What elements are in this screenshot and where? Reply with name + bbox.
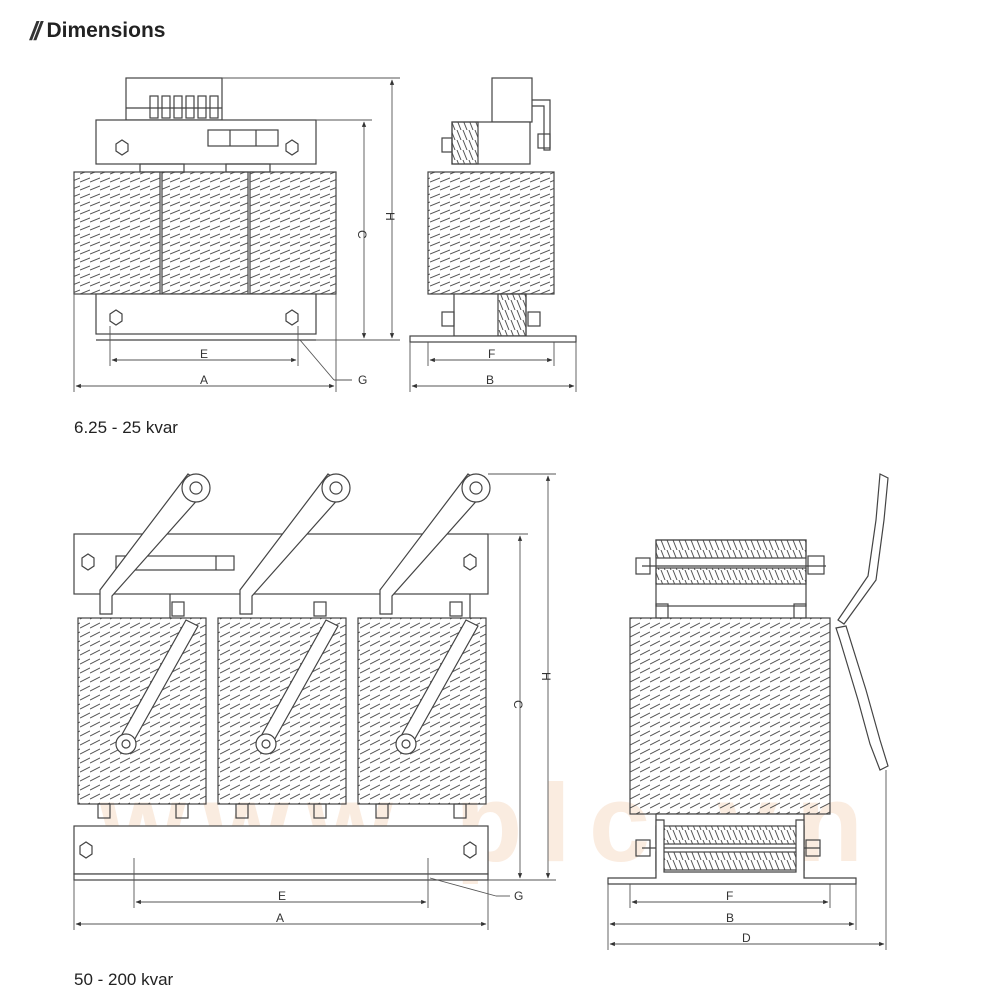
caption-small-range: 6.25 - 25 kvar bbox=[74, 418, 178, 437]
fig1-label-c: C bbox=[355, 230, 369, 239]
double-slash-icon: // bbox=[30, 15, 42, 46]
fig2-label-f: F bbox=[726, 889, 733, 903]
fig1-label-b: B bbox=[486, 373, 494, 387]
fig1-side-view bbox=[409, 77, 577, 343]
fig2-label-e: E bbox=[278, 889, 286, 903]
fig1-label-a: A bbox=[200, 373, 208, 387]
fig1-label-g: G bbox=[358, 373, 367, 387]
fig1-side-dimensions bbox=[409, 342, 577, 392]
fig1-label-e: E bbox=[200, 347, 208, 361]
fig2-label-h: H bbox=[539, 672, 553, 681]
fig1-label-h: H bbox=[383, 212, 397, 221]
fig1-label-f: F bbox=[488, 347, 495, 361]
fig1-dimension-labels: E A G H C F B bbox=[200, 212, 495, 387]
fig2-front-view bbox=[73, 473, 491, 881]
fig2-side-view bbox=[607, 473, 889, 885]
fig1-terminals bbox=[126, 95, 222, 119]
fig2-busbars bbox=[99, 473, 491, 755]
fig1-front-view bbox=[73, 77, 337, 341]
fig2-label-b: B bbox=[726, 911, 734, 925]
fig2-label-g: G bbox=[514, 889, 523, 903]
fig2-dimension-labels: E A G H C F B D bbox=[276, 672, 751, 945]
fig1-dimensions bbox=[73, 77, 400, 392]
fig2-label-a: A bbox=[276, 911, 284, 925]
fig2-label-c: C bbox=[511, 700, 525, 709]
fig2-label-d: D bbox=[742, 931, 751, 945]
page-title: Dimensions bbox=[46, 19, 166, 42]
fig2-side-dimensions bbox=[607, 770, 887, 950]
page-header: // Dimensions bbox=[30, 14, 165, 48]
caption-large-range: 50 - 200 kvar bbox=[74, 970, 174, 989]
fig2-dimensions bbox=[73, 473, 556, 930]
